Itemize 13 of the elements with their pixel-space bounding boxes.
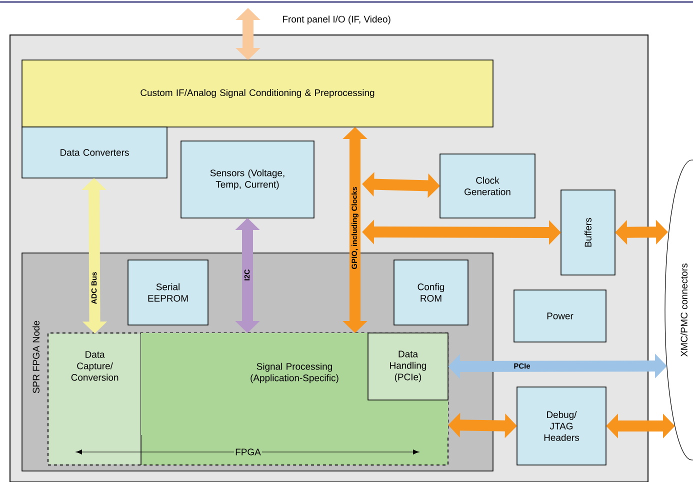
node-label: Signal Processing (Application-Specific) xyxy=(250,362,338,384)
block-box: Sensors (Voltage, Temp, Current) xyxy=(180,140,314,218)
block-box: Custom IF/Analog Signal Conditioning & Preprocessing xyxy=(22,60,494,128)
block-box: Config ROM xyxy=(394,260,468,326)
processing-block: Data Capture/ Conversion xyxy=(48,334,141,464)
block-box: Buffers xyxy=(560,190,616,276)
block-box: Clock Generation xyxy=(440,154,536,218)
edge-label: Front panel I/O (IF, Video) xyxy=(282,16,390,24)
block-box: Power xyxy=(514,290,606,342)
block-box: Debug/ JTAG Headers xyxy=(516,386,606,466)
block-box: Data Converters xyxy=(22,126,168,178)
processing-block: Data Handling (PCIe) xyxy=(368,332,448,400)
block-box: Serial EEPROM xyxy=(128,260,208,326)
